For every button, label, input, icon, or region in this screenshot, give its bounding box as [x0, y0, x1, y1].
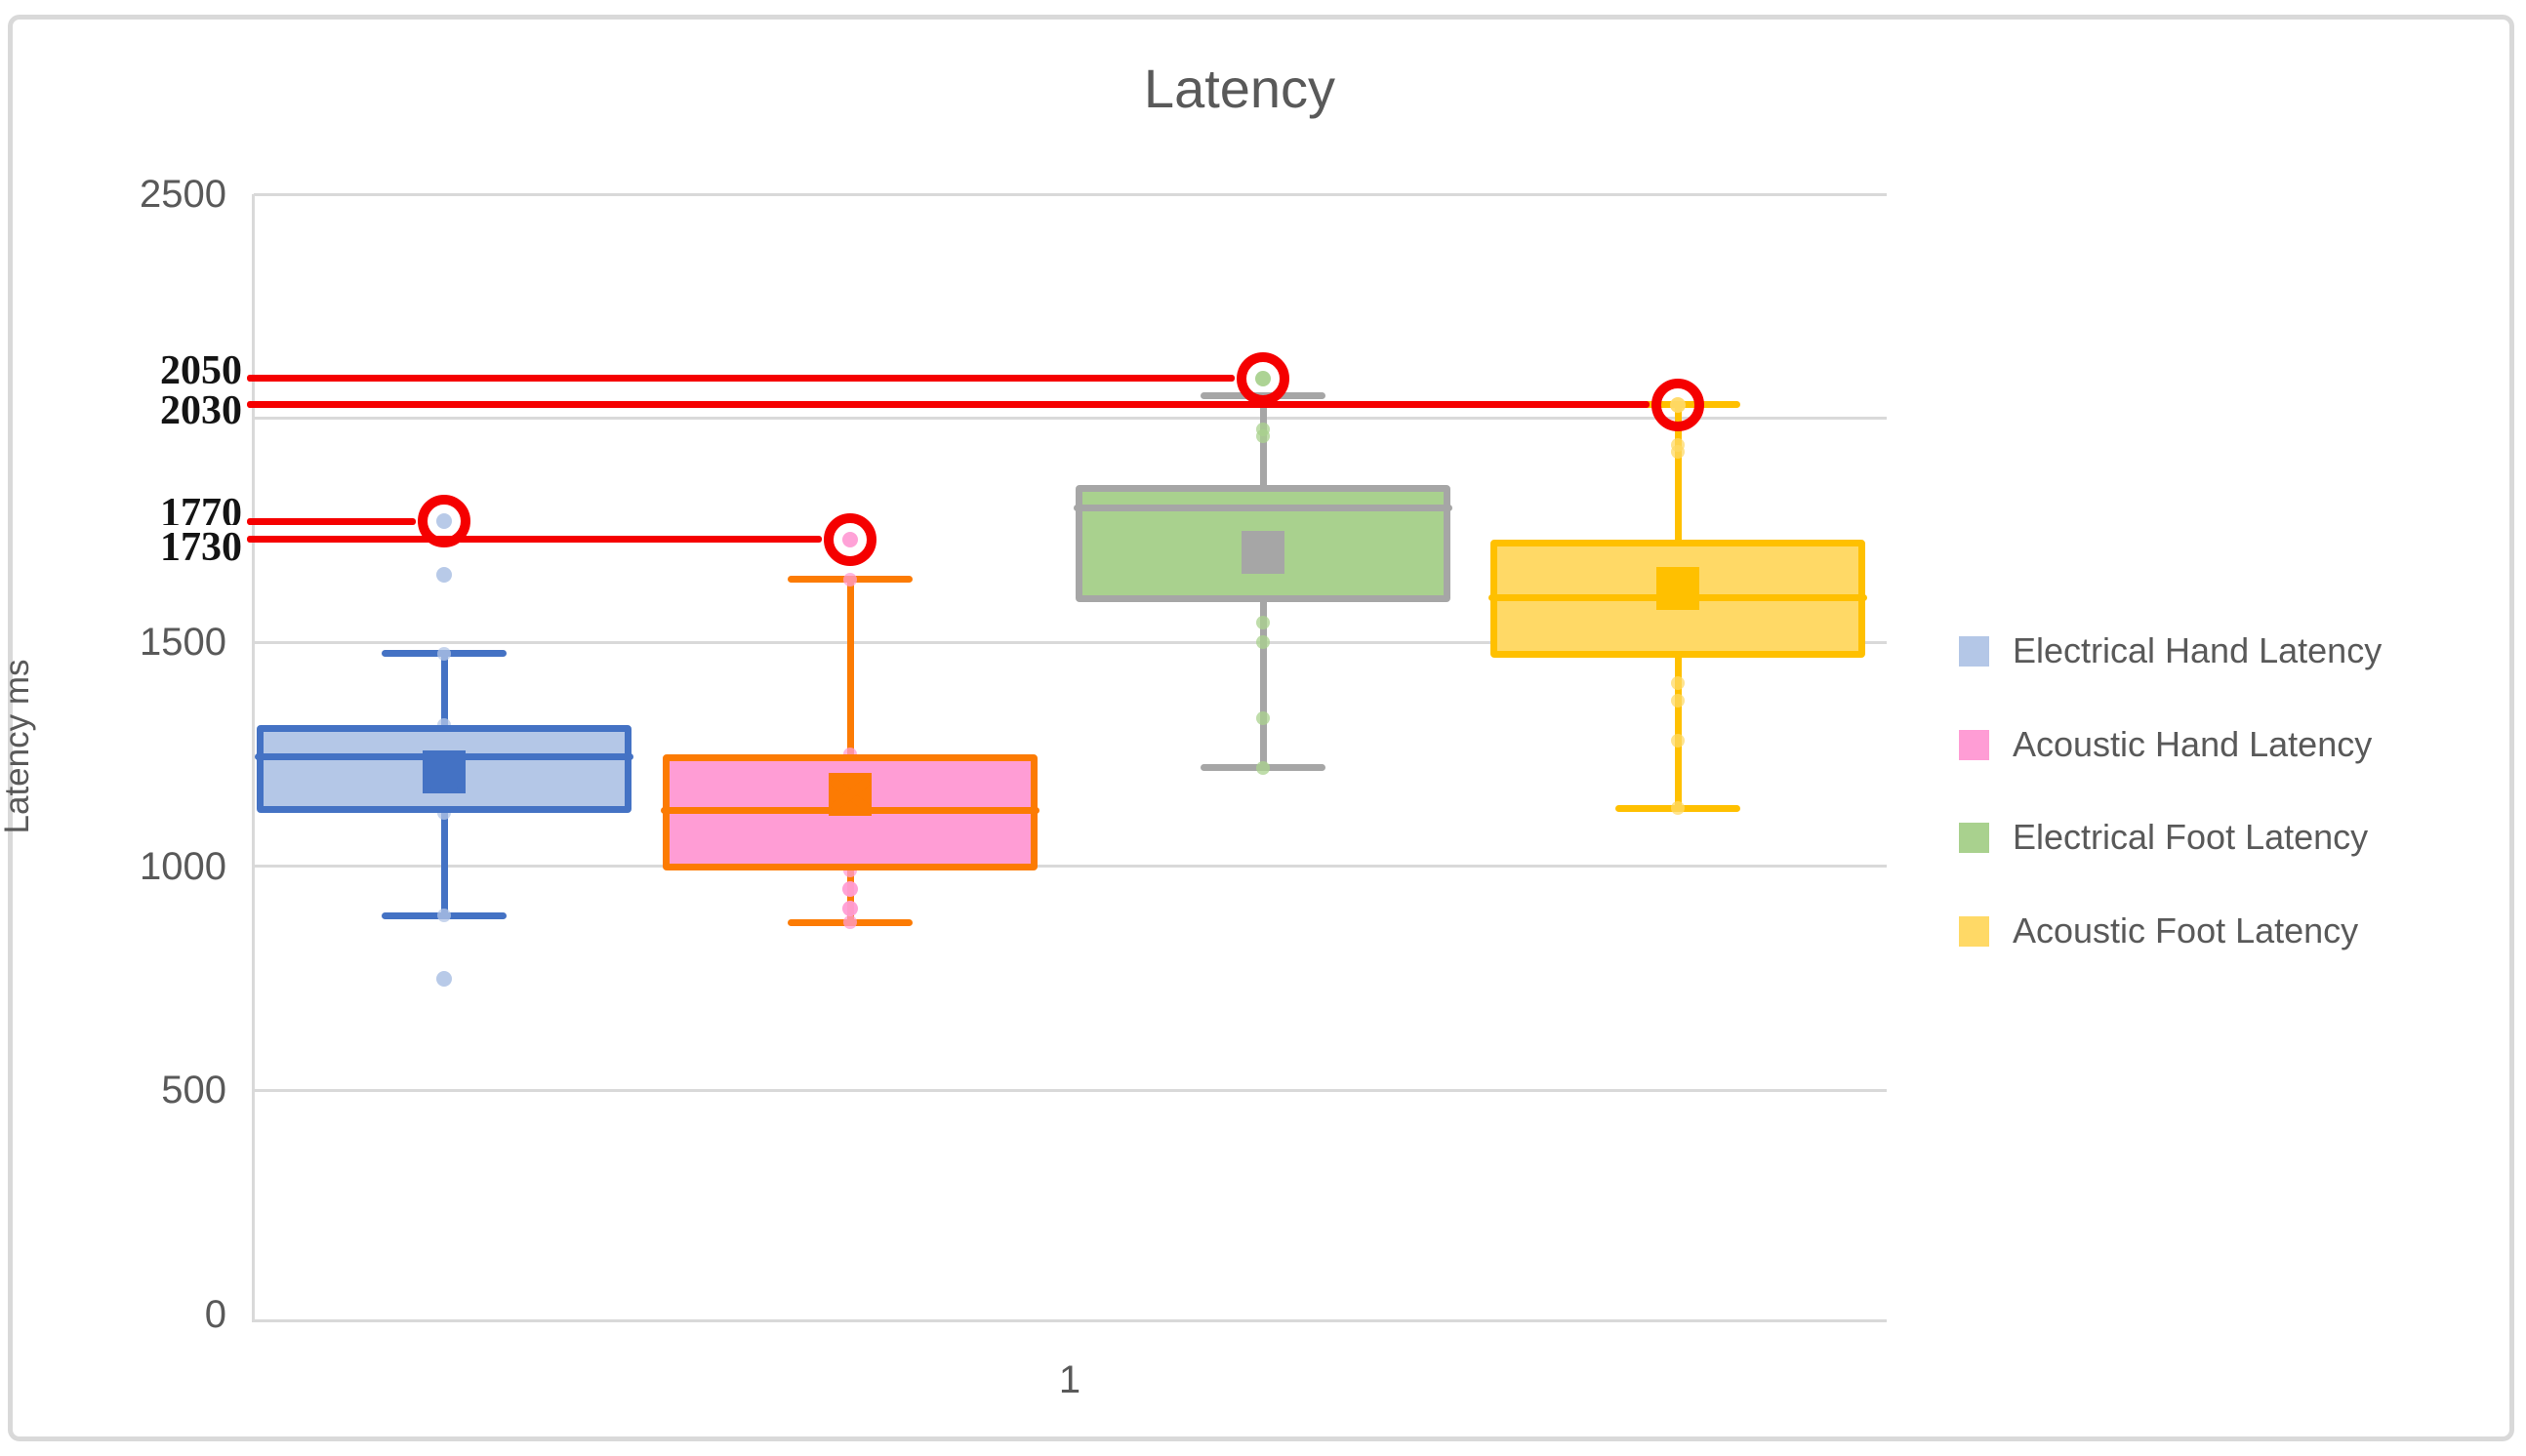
legend-swatch-icon	[1959, 915, 1989, 947]
y-tick-label-1500: 1500	[140, 621, 226, 665]
annotation-line-2030	[247, 401, 1650, 409]
annotation-line-1730	[247, 536, 822, 544]
outlier-point	[436, 970, 452, 987]
y-tick-label-2500: 2500	[140, 173, 226, 216]
legend-swatch-icon	[1959, 729, 1989, 760]
gridline-1000	[254, 865, 1887, 869]
raw-point	[1256, 760, 1270, 775]
mean-x-marker	[1242, 531, 1284, 575]
legend-label: Electrical Foot Latency	[2013, 817, 2369, 857]
legend-swatch-icon	[1959, 635, 1989, 667]
y-tick-label-1000: 1000	[140, 844, 226, 888]
whisker-bottom	[1674, 658, 1682, 809]
legend-item-4: Acoustic Foot Latency	[1959, 910, 2358, 951]
raw-point	[1671, 801, 1685, 816]
gridline-2000	[254, 417, 1887, 421]
raw-point	[437, 646, 451, 661]
raw-point	[1256, 711, 1270, 726]
chart-title: Latency	[1143, 58, 1336, 119]
legend-label: Acoustic Hand Latency	[2013, 724, 2373, 764]
raw-point	[1671, 693, 1685, 708]
annotation-label-2050: 2050	[76, 347, 242, 393]
legend-swatch-icon	[1959, 822, 1989, 853]
annotation-circle-1770	[418, 495, 470, 548]
outlier-point	[842, 901, 858, 917]
annotation-line-1770	[247, 517, 416, 525]
raw-point	[437, 909, 451, 923]
mean-x-marker	[829, 773, 872, 817]
raw-point	[1256, 635, 1270, 650]
raw-point	[1671, 675, 1685, 690]
whisker-top	[846, 579, 854, 754]
outlier-point	[842, 880, 858, 897]
whisker-top	[1674, 404, 1682, 540]
annotation-circle-1730	[824, 512, 876, 566]
legend-label: Acoustic Foot Latency	[2013, 910, 2359, 950]
annotation-label-2030: 2030	[76, 387, 242, 433]
raw-point	[843, 915, 857, 930]
annotation-label-1730: 1730	[76, 524, 242, 570]
whisker-bottom	[846, 870, 854, 923]
raw-point	[1256, 615, 1270, 629]
mean-x-marker	[423, 750, 466, 794]
outlier-point	[436, 567, 452, 584]
y-tick-label-0: 0	[204, 1293, 226, 1336]
median-line	[1074, 504, 1452, 511]
whisker-bottom	[440, 812, 448, 916]
whisker-bottom	[1259, 601, 1267, 768]
raw-point	[843, 572, 857, 586]
gridline-500	[254, 1088, 1887, 1092]
y-tick-label-500: 500	[161, 1069, 226, 1112]
gridline-2500	[254, 192, 1887, 196]
legend-item-1: Electrical Hand Latency	[1959, 630, 2382, 671]
y-axis-line	[252, 194, 255, 1319]
x-axis-category-label: 1	[1058, 1358, 1081, 1401]
gridline-1500	[254, 640, 1887, 644]
annotation-line-2050	[247, 375, 1235, 383]
legend-label: Electrical Hand Latency	[2013, 630, 2383, 670]
annotation-circle-2050	[1237, 351, 1289, 405]
raw-point	[1671, 445, 1685, 460]
legend-item-2: Acoustic Hand Latency	[1959, 724, 2372, 765]
raw-point	[1256, 428, 1270, 443]
legend-item-3: Electrical Foot Latency	[1959, 817, 2368, 858]
mean-x-marker	[1656, 567, 1699, 611]
whisker-top	[440, 653, 448, 726]
annotation-circle-2030	[1651, 378, 1704, 431]
x-axis-line	[252, 1319, 1887, 1322]
raw-point	[1671, 734, 1685, 748]
